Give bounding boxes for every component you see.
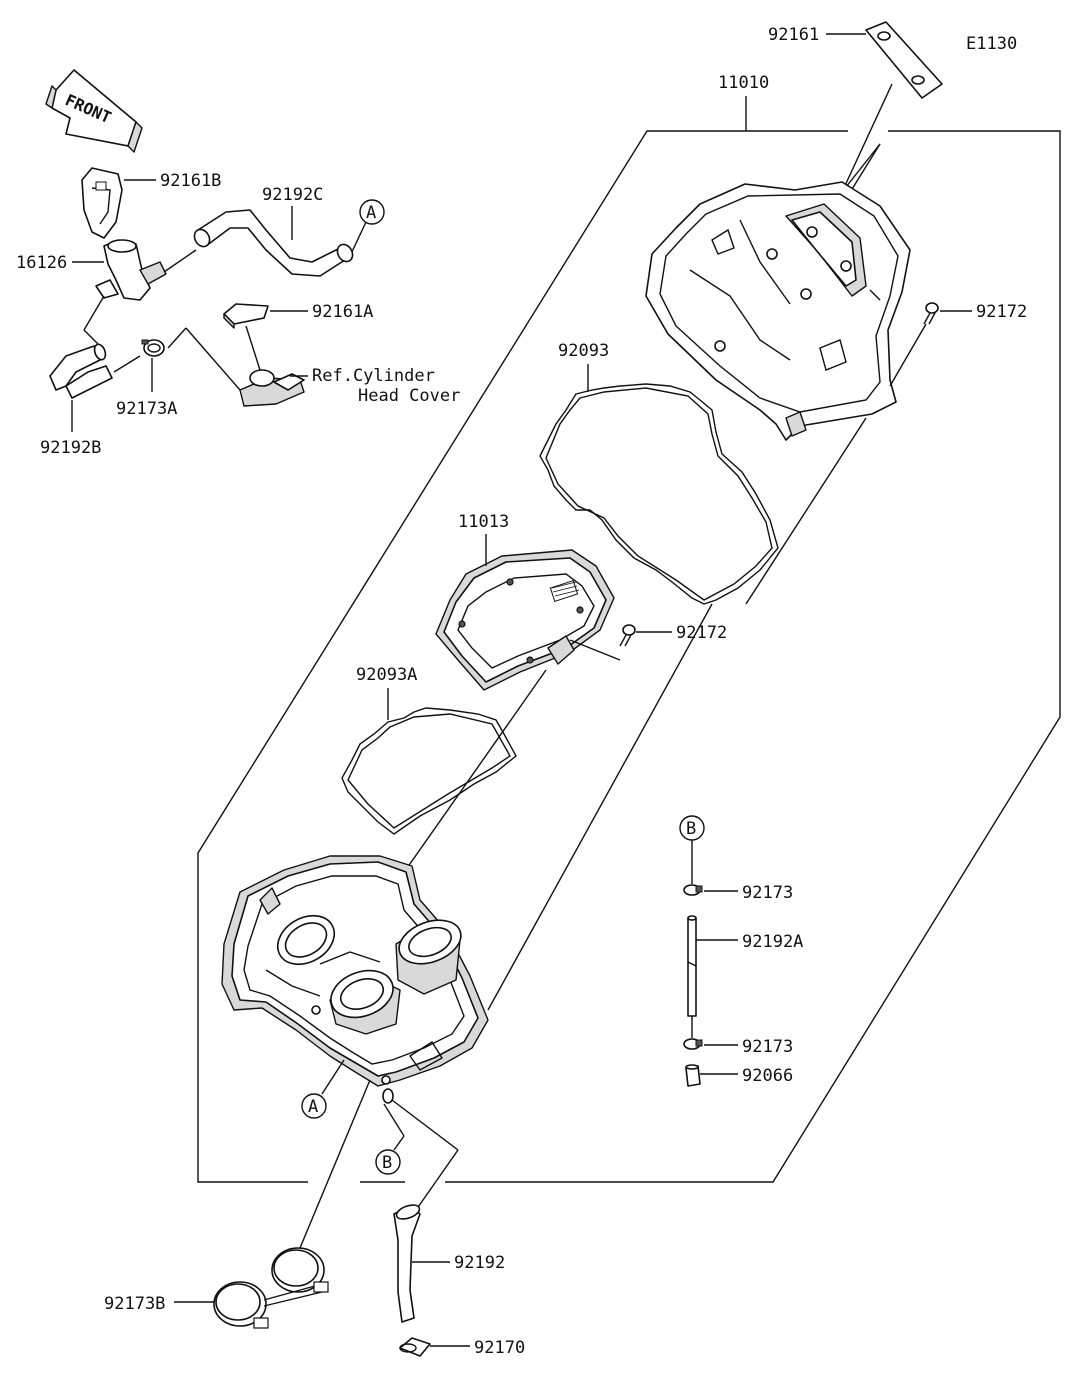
- label-92192B: 92192B: [40, 438, 101, 458]
- gasket-92093: [539, 383, 779, 605]
- valve-16126: [95, 239, 167, 301]
- callout-a-top: A: [359, 199, 385, 225]
- label-92161A: 92161A: [312, 302, 373, 322]
- clip-92173-top: [683, 884, 703, 896]
- gasket-92093A: [341, 707, 517, 835]
- assembly-frame: [197, 130, 1061, 1183]
- clip-92170: [399, 1337, 431, 1357]
- label-92192: 92192: [454, 1253, 505, 1273]
- label-92192A: 92192A: [742, 932, 803, 952]
- ref-head-cover-label: Head Cover: [358, 386, 460, 406]
- label-92161: 92161: [768, 25, 819, 45]
- front-arrow-icon: FRONT: [45, 69, 143, 153]
- label-92173B: 92173B: [104, 1294, 165, 1314]
- filter-mesh-icon: [549, 580, 580, 602]
- label-92192C: 92192C: [262, 185, 323, 205]
- svg-text:A: A: [366, 203, 376, 223]
- clip-92173A: [141, 339, 165, 357]
- drain-nipple: [382, 1088, 394, 1104]
- label-16126: 16126: [16, 253, 67, 273]
- diagram-code: E1130: [966, 34, 1017, 54]
- label-92170: 92170: [474, 1338, 525, 1358]
- screw-92172-middle: [619, 624, 636, 647]
- label-92093A: 92093A: [356, 665, 417, 685]
- air-box-upper-housing: [645, 181, 911, 441]
- hose-92192A: [687, 915, 697, 1017]
- label-92066: 92066: [742, 1066, 793, 1086]
- screw-92172-top: [923, 302, 939, 325]
- label-92172-mid: 92172: [676, 623, 727, 643]
- callout-a-bottom: A: [301, 1093, 327, 1119]
- clamp-92173B: [213, 1247, 329, 1329]
- plate-92161: [865, 21, 943, 99]
- pad-92161A: [223, 303, 269, 329]
- air-box-lower-housing: [221, 855, 489, 1087]
- air-filter-element-11013: [435, 549, 615, 691]
- hose-92192B: [49, 343, 113, 399]
- label-11013: 11013: [458, 512, 509, 532]
- svg-text:B: B: [686, 819, 696, 839]
- label-92161B: 92161B: [160, 171, 221, 191]
- hose-92192C: [193, 209, 354, 277]
- clip-92173-bottom: [683, 1038, 703, 1050]
- label-92173-bot: 92173: [742, 1037, 793, 1057]
- cylinder-head-cover-fitting: [239, 369, 305, 407]
- callout-b-bottom: B: [375, 1149, 401, 1175]
- callout-b-right: B: [679, 815, 705, 841]
- bracket-92161B: [81, 167, 123, 239]
- label-92173A: 92173A: [116, 399, 177, 419]
- hose-92192: [393, 1204, 421, 1323]
- label-92173-top: 92173: [742, 883, 793, 903]
- label-11010: 11010: [718, 73, 769, 93]
- label-92093: 92093: [558, 341, 609, 361]
- ref-cylinder-label: Ref.Cylinder: [312, 366, 435, 386]
- svg-text:A: A: [308, 1097, 318, 1117]
- label-92172-top: 92172: [976, 302, 1027, 322]
- cap-92066: [685, 1064, 701, 1087]
- svg-text:B: B: [382, 1153, 392, 1173]
